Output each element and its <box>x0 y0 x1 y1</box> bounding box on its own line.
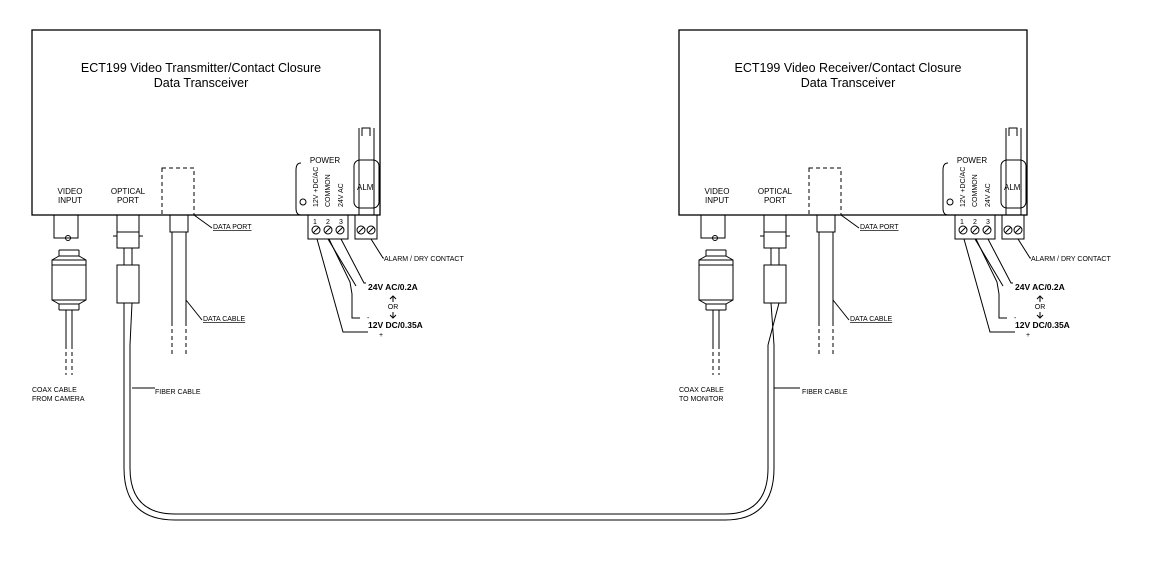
pin-number-1: 1 <box>313 219 317 226</box>
transmitter-unit: ECT199 Video Transmitter/Contact Closure… <box>31 29 464 403</box>
alarm-terminal-block <box>1001 214 1025 240</box>
terminal-label-1: 12V +DC/AC <box>313 167 320 207</box>
unit-title-line2: Data Transceiver <box>801 76 895 90</box>
video-input-label-1: VIDEO <box>705 187 730 196</box>
fiber-loop-inner <box>129 345 769 515</box>
data-port-outline <box>161 167 195 216</box>
data-port-label: DATA PORT <box>213 224 252 231</box>
plus-label: + <box>379 332 383 339</box>
data-cable <box>816 215 836 322</box>
power-led <box>946 198 954 206</box>
power-led <box>299 198 307 206</box>
terminal-label-3: 24V AC <box>985 183 992 207</box>
terminal-label-2: COMMON <box>325 174 332 207</box>
alarm-contact-label: ALARM / DRY CONTACT <box>384 256 464 263</box>
minus-label: - <box>367 315 370 322</box>
coax-label-1: COAX CABLE <box>32 387 77 394</box>
coax-cable <box>65 310 73 345</box>
video-input-label-1: VIDEO <box>58 187 83 196</box>
data-cable <box>169 215 189 322</box>
optical-port-label-2: PORT <box>764 196 786 205</box>
coax-cable <box>712 310 720 345</box>
data-cable-label: DATA CABLE <box>850 316 892 323</box>
fiber-label: FIBER CABLE <box>802 389 848 396</box>
unit-title-line2: Data Transceiver <box>154 76 248 90</box>
data-port-label: DATA PORT <box>860 224 899 231</box>
pin-number-3: 3 <box>339 219 343 226</box>
alarm-contact-label: ALARM / DRY CONTACT <box>1031 256 1111 263</box>
or-label: OR <box>1035 304 1046 311</box>
video-input-label-2: INPUT <box>58 196 82 205</box>
supply-12v-label: 12V DC/0.35A <box>1015 320 1070 330</box>
coax-label-2: TO MONITOR <box>679 396 723 403</box>
plus-label: + <box>1026 332 1030 339</box>
video-input-label-2: INPUT <box>705 196 729 205</box>
terminal-screws <box>311 225 345 235</box>
supply-12v-label: 12V DC/0.35A <box>368 320 423 330</box>
supply-24v-label: 24V AC/0.2A <box>368 282 418 292</box>
supply-24v-label: 24V AC/0.2A <box>1015 282 1065 292</box>
optical-port-label-2: PORT <box>117 196 139 205</box>
unit-title-line1: ECT199 Video Transmitter/Contact Closure <box>81 61 321 75</box>
data-port-outline <box>808 167 842 216</box>
pin-number-3: 3 <box>986 219 990 226</box>
terminal-label-3: 24V AC <box>338 183 345 207</box>
coax-label-2: FROM CAMERA <box>32 396 85 403</box>
power-label: POWER <box>310 156 340 165</box>
bnc-connector <box>698 215 734 311</box>
alarm-outline <box>358 128 375 215</box>
bnc-connector <box>51 215 87 311</box>
pin-number-2: 2 <box>973 219 977 226</box>
minus-label: - <box>1014 315 1017 322</box>
power-wire-common <box>975 238 1007 319</box>
pin-number-1: 1 <box>960 219 964 226</box>
alm-label: ALM <box>357 183 374 192</box>
power-label: POWER <box>957 156 987 165</box>
st-fiber-connector <box>113 215 143 346</box>
alarm-terminal-block <box>354 214 378 240</box>
coax-label-1: COAX CABLE <box>679 387 724 394</box>
fiber-label: FIBER CABLE <box>155 389 201 396</box>
optical-port-label-1: OPTICAL <box>111 187 146 196</box>
terminal-screws <box>958 225 992 235</box>
terminal-label-2: COMMON <box>972 174 979 207</box>
unit-enclosure <box>678 29 1028 216</box>
power-wire-12v <box>316 238 368 333</box>
fiber-loop <box>123 345 775 521</box>
unit-title-line1: ECT199 Video Receiver/Contact Closure <box>735 61 962 75</box>
unit-enclosure <box>31 29 381 216</box>
optical-port-label-1: OPTICAL <box>758 187 793 196</box>
terminal-label-1: 12V +DC/AC <box>960 167 967 207</box>
data-cable-label: DATA CABLE <box>203 316 245 323</box>
pin-number-2: 2 <box>326 219 330 226</box>
power-wire-common <box>328 238 360 319</box>
alm-label: ALM <box>1004 183 1021 192</box>
power-wire-12v <box>963 238 1015 333</box>
power-wire-24v <box>340 238 366 284</box>
st-fiber-connector <box>760 215 790 346</box>
or-label: OR <box>388 304 399 311</box>
receiver-unit: ECT199 Video Receiver/Contact Closure Da… <box>678 29 1111 403</box>
alarm-outline <box>1005 128 1022 215</box>
power-wire-24v <box>987 238 1013 284</box>
